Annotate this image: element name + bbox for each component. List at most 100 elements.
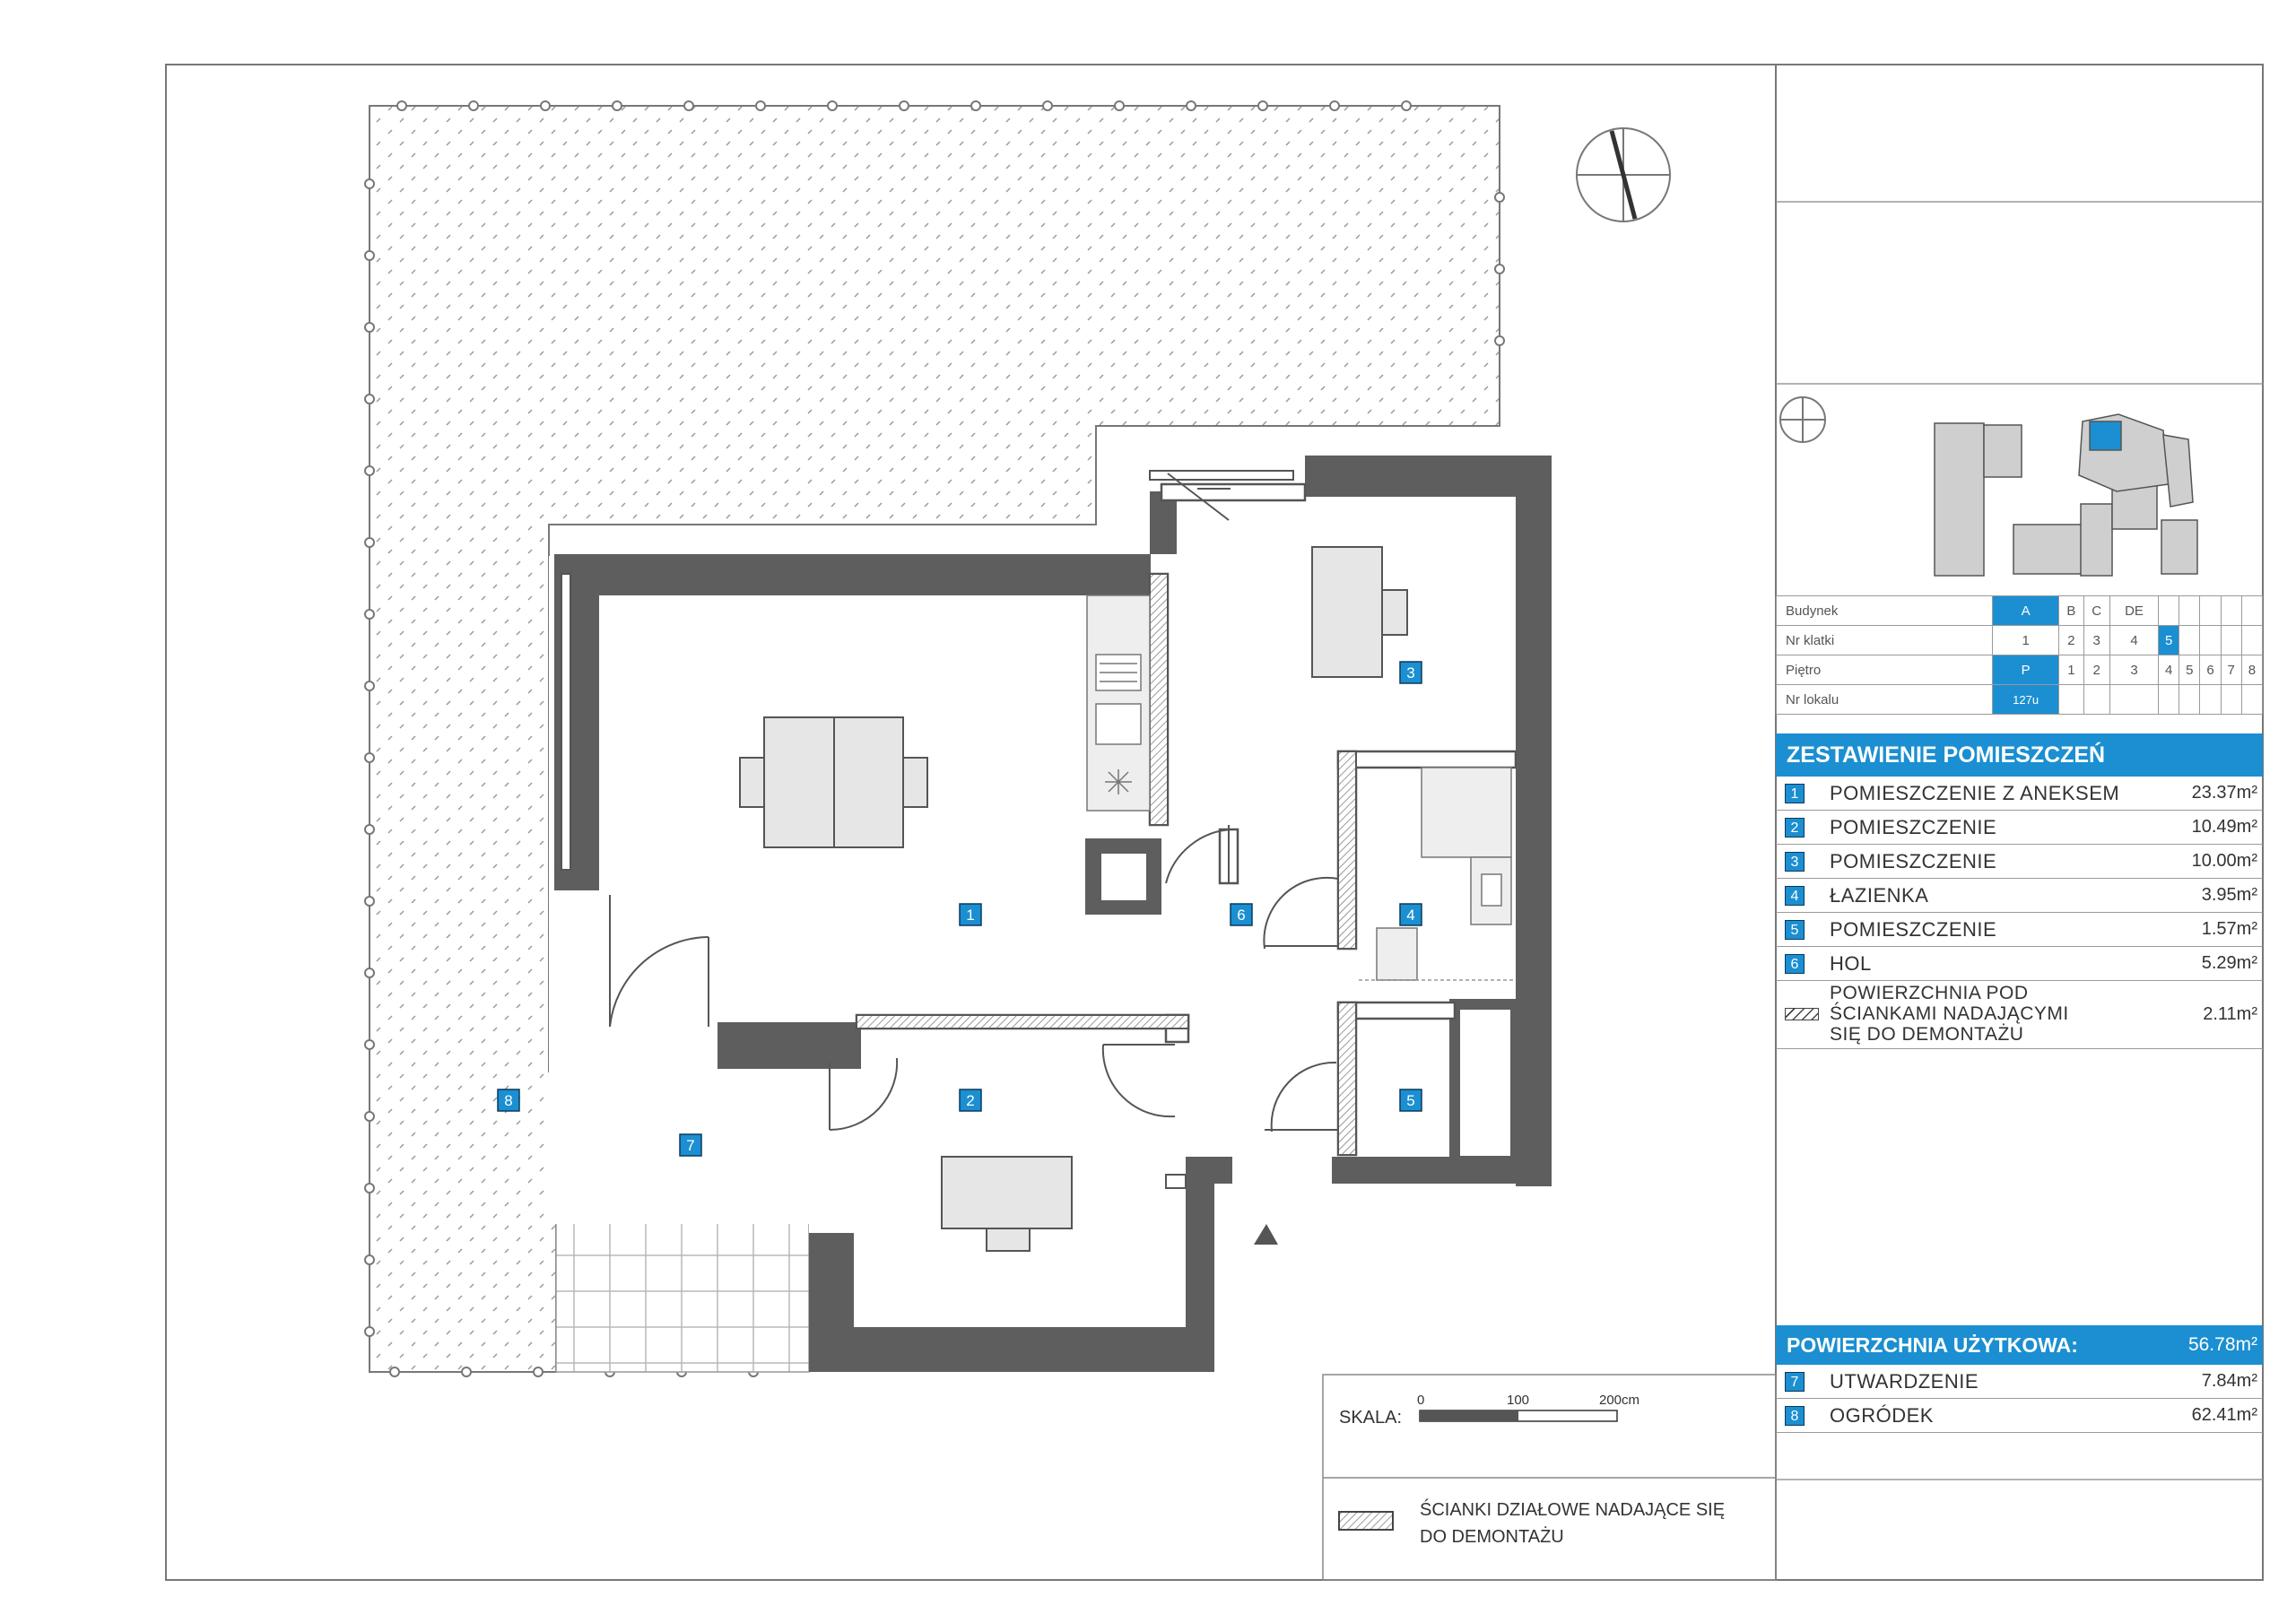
room-row-area: 5.29m² <box>2201 953 2257 973</box>
extra-row-name: UTWARDZENIE <box>1830 1370 1979 1393</box>
room-row-area: 10.49m² <box>2191 817 2257 837</box>
locator-compass-icon <box>1779 396 1826 443</box>
floor-5: 5 <box>2179 655 2201 685</box>
kitchen-counter <box>1086 595 1151 812</box>
building-row: Budynek A B C DE <box>1776 595 2264 626</box>
usable-area-bar: POWIERZCHNIA UŻYTKOWA: 56.78m² <box>1776 1325 2263 1365</box>
stair-row: Nr klatki 1 2 3 4 5 <box>1776 625 2264 655</box>
fence-posts <box>364 100 1505 1377</box>
room-marker-4: 4 <box>1406 907 1414 924</box>
room-row-name: HOL <box>1830 952 1872 975</box>
room-row-name: POMIESZCZENIE Z ANEKSEM <box>1830 782 2120 804</box>
locator-table: Budynek A B C DE Nr klatki 1 2 3 4 5 Pię… <box>1776 595 2264 715</box>
floor-P: P <box>1991 655 2060 685</box>
floor-7: 7 <box>2220 655 2242 685</box>
room-row-name: POMIESZCZENIE <box>1830 850 1997 872</box>
room-marker-3: 3 <box>1406 664 1414 681</box>
north-compass-icon <box>1576 127 1671 222</box>
windows <box>561 470 1294 1189</box>
unit-value: 127u <box>1991 684 2060 715</box>
extra-row-name: OGRÓDEK <box>1830 1404 1934 1427</box>
exterior-walls <box>554 456 1552 1372</box>
doors <box>609 473 1339 1133</box>
building-A: A <box>1991 595 2060 626</box>
room-row-number: 5 <box>1785 920 1805 940</box>
stair-3: 3 <box>2083 625 2110 655</box>
stair-5: 5 <box>2158 625 2180 655</box>
room-marker-7: 7 <box>686 1137 694 1154</box>
room-markers: 1 2 3 4 5 6 7 8 <box>497 661 1422 1157</box>
room-marker-1: 1 <box>966 907 974 924</box>
floor-4: 4 <box>2158 655 2180 685</box>
stair-label: Nr klatki <box>1776 625 1993 655</box>
desk-room-3 <box>1311 546 1408 678</box>
room-row-2: 2 POMIESZCZENIE 10.49m² <box>1776 811 2263 845</box>
room-marker-2: 2 <box>966 1092 974 1109</box>
room-row-4: 4 ŁAZIENKA 3.95m² <box>1776 879 2263 913</box>
room-row-name: POMIESZCZENIE <box>1830 816 1997 838</box>
floor-label: Piętro <box>1776 655 1993 685</box>
floor-1: 1 <box>2058 655 2084 685</box>
room-marker-6: 6 <box>1237 907 1245 924</box>
site-locator-map <box>1934 413 2198 577</box>
usable-area-value: 56.78m² <box>2187 1334 2257 1355</box>
scale-tick-100: 100 <box>1507 1393 1529 1408</box>
room-row-area: 3.95m² <box>2201 885 2257 905</box>
extra-row-number: 8 <box>1785 1406 1805 1426</box>
room-marker-5: 5 <box>1406 1092 1414 1109</box>
extra-row-8: 8 OGRÓDEK 62.41m² <box>1776 1399 2263 1433</box>
building-C: C <box>2083 595 2110 626</box>
scale-tick-0: 0 <box>1417 1393 1424 1408</box>
legend: ŚCIANKI DZIAŁOWE NADAJĄCE SIĘ DO DEMONTA… <box>1338 1498 1725 1547</box>
scale-tick-200: 200cm <box>1599 1393 1639 1408</box>
building-label: Budynek <box>1776 595 1993 626</box>
stair-4: 4 <box>2109 625 2160 655</box>
demolition-row: POWIERZCHNIA POD ŚCIANKAMI NADAJĄCYMI SI… <box>1776 981 2263 1049</box>
building-B: B <box>2058 595 2084 626</box>
room-row-area: 1.57m² <box>2201 919 2257 939</box>
demolition-row-name: POWIERZCHNIA POD ŚCIANKAMI NADAJĄCYMI SI… <box>1830 983 2069 1045</box>
floor-6: 6 <box>2199 655 2222 685</box>
demolition-row-area: 2.11m² <box>2203 1004 2257 1024</box>
entrance-arrow <box>1254 1224 1278 1245</box>
room-row-area: 10.00m² <box>2191 851 2257 871</box>
scale-bar: SKALA: 0 100 200cm <box>1339 1393 1639 1428</box>
room-row-number: 4 <box>1785 886 1805 906</box>
room-row-3: 3 POMIESZCZENIE 10.00m² <box>1776 845 2263 879</box>
scale-label: SKALA: <box>1339 1408 1402 1428</box>
extra-row-number: 7 <box>1785 1372 1805 1392</box>
garden-area <box>369 105 1500 1373</box>
dining-table <box>739 716 928 848</box>
hatch-swatch-icon <box>1785 1008 1819 1020</box>
summary-title: ZESTAWIENIE POMIESZCZEŃ <box>1776 733 2263 777</box>
stair-1: 1 <box>1991 625 2060 655</box>
demolishable-walls <box>856 573 1357 1156</box>
floor-row: Piętro P 1 2 3 4 5 6 7 8 <box>1776 655 2264 685</box>
room-row-number: 3 <box>1785 852 1805 872</box>
bathroom-fixtures <box>1359 767 1516 981</box>
stair-2: 2 <box>2058 625 2084 655</box>
floor-2: 2 <box>2083 655 2110 685</box>
room-row-name: POMIESZCZENIE <box>1830 918 1997 941</box>
extra-row-7: 7 UTWARDZENIE 7.84m² <box>1776 1365 2263 1399</box>
desk-room-2 <box>941 1156 1073 1252</box>
room-row-number: 1 <box>1785 784 1805 803</box>
sheet-frame <box>165 64 2264 1581</box>
extra-row-area: 62.41m² <box>2191 1405 2257 1425</box>
unit-label: Nr lokalu <box>1776 684 1993 715</box>
room-row-name: ŁAZIENKA <box>1830 884 1929 907</box>
unit-row: Nr lokalu 127u <box>1776 684 2264 715</box>
room-row-1: 1 POMIESZCZENIE Z ANEKSEM 23.37m² <box>1776 777 2263 811</box>
floor-3: 3 <box>2109 655 2160 685</box>
legend-line-1: ŚCIANKI DZIAŁOWE NADAJĄCE SIĘ <box>1420 1498 1725 1520</box>
room-row-area: 23.37m² <box>2191 783 2257 803</box>
apartment-floor <box>549 456 1535 1367</box>
legend-line-2: DO DEMONTAŻU <box>1420 1526 1564 1547</box>
extra-row-area: 7.84m² <box>2201 1371 2257 1391</box>
floor-8: 8 <box>2240 655 2264 685</box>
usable-area-label: POWIERZCHNIA UŻYTKOWA: <box>1787 1333 2078 1357</box>
room-row-5: 5 POMIESZCZENIE 1.57m² <box>1776 913 2263 947</box>
room-row-6: 6 HOL 5.29m² <box>1776 947 2263 981</box>
room-marker-8: 8 <box>504 1092 512 1109</box>
